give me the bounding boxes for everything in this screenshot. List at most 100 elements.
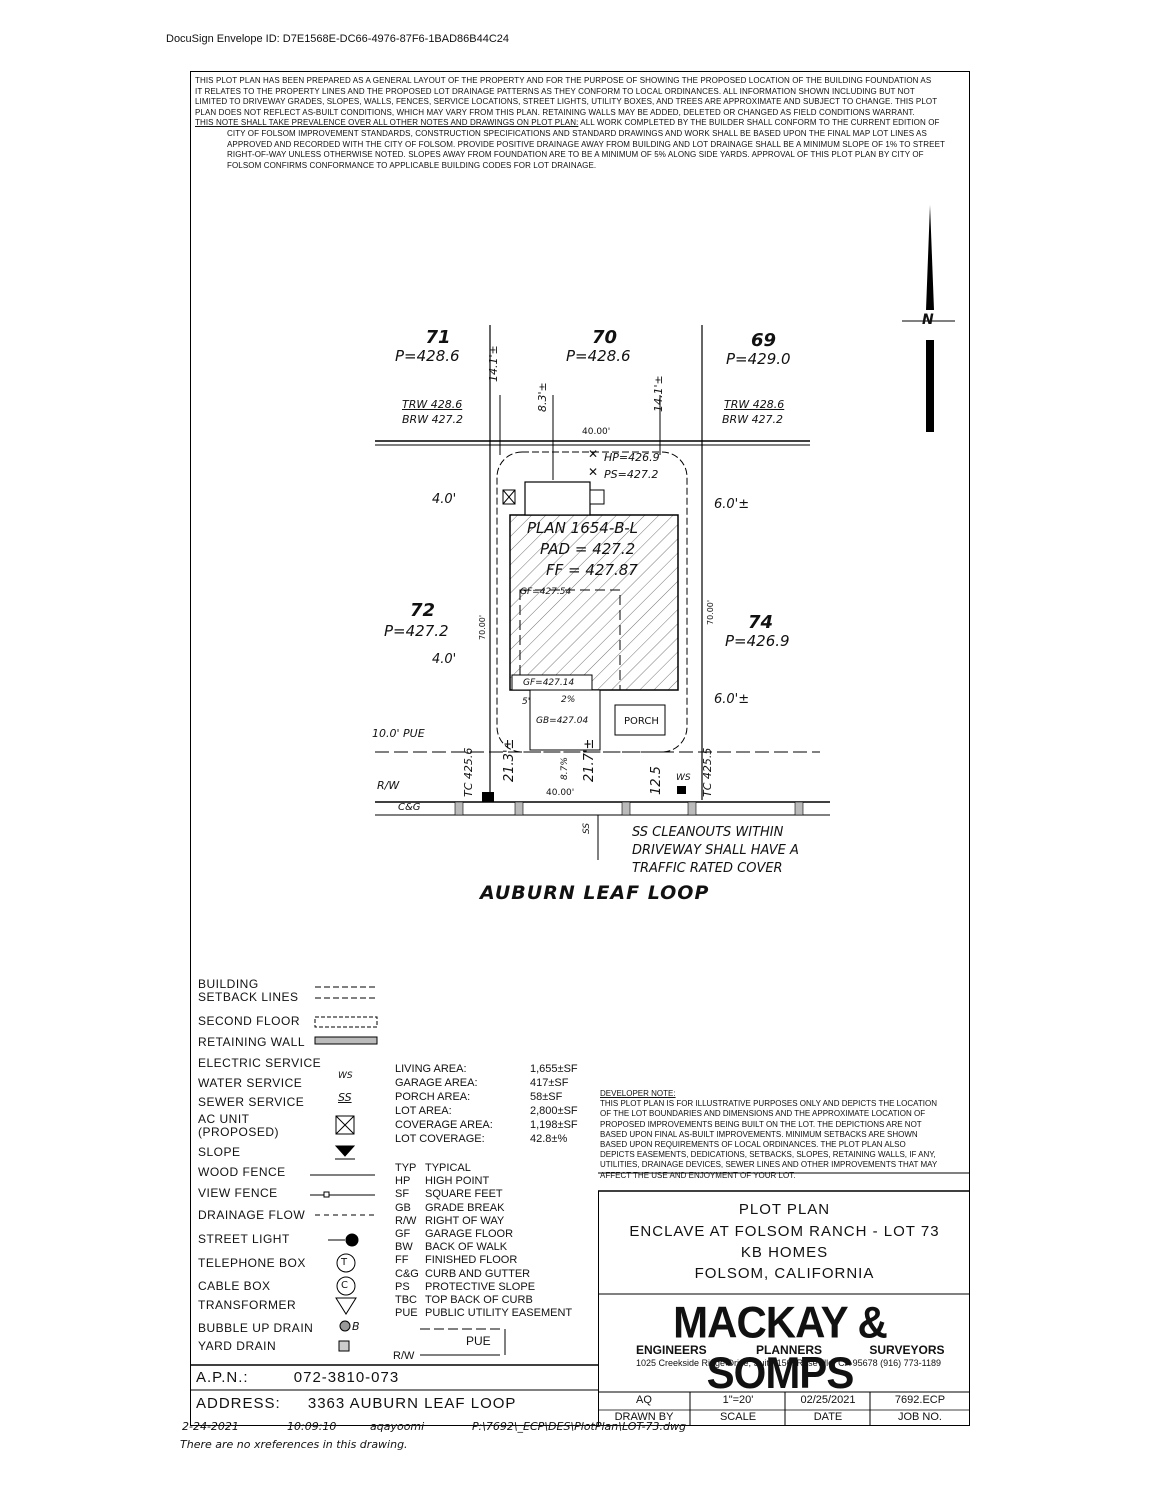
tc-right: TC 425.5 <box>701 747 714 797</box>
tc-left: TC 425.6 <box>462 747 475 797</box>
lot-69-pad: P=429.0 <box>726 350 791 368</box>
setback-left-top: 4.0' <box>432 492 457 507</box>
developer-note: DEVELOPER NOTE: THIS PLOT PLAN IS FOR IL… <box>600 1089 938 1180</box>
telephone-box-icon: T <box>341 1257 348 1268</box>
date-header: DATE <box>813 1411 843 1423</box>
dim-14-left: 14.1'± <box>487 345 500 382</box>
note-line: IT RELATES TO THE PROPERTY LINES AND THE… <box>195 86 915 96</box>
note-line: ALL WORK COMPLETED BY THE BUILDER SHALL … <box>578 118 940 128</box>
hp-mark-icon: ✕ <box>588 447 599 461</box>
legend-item: WATER SERVICE <box>198 1076 303 1090</box>
legend-item: TELEPHONE BOX <box>198 1256 306 1270</box>
sewer-service-icon: SS <box>338 1091 352 1104</box>
legend-item: TRANSFORMER <box>198 1298 297 1312</box>
dim-8-3: 8.3'± <box>536 382 549 412</box>
brw-right: BRW 427.2 <box>722 413 784 426</box>
note-line: LIMITED TO DRIVEWAY GRADES, SLOPES, WALL… <box>195 97 938 107</box>
job-value: 7692.ECP <box>894 1394 946 1406</box>
gf-top: GF=427.54 <box>520 587 572 597</box>
legend-item: YARD DRAIN <box>198 1339 277 1353</box>
dim-21-7: 21.7'± <box>582 738 597 782</box>
plan-ff: FF = 427.87 <box>546 561 638 579</box>
plot-path: P:\7692\_ECP\DES\PlotPlan\LOT-73.dwg <box>472 1420 686 1433</box>
depth-left: 70.00' <box>478 614 487 640</box>
firm-address: 1025 Creekside Ridge Drive, Suite 150, R… <box>636 1358 942 1368</box>
note-line: APPROVED AND RECORDED WITH THE CITY OF F… <box>227 139 945 149</box>
note-line: THIS PLOT PLAN HAS BEEN PREPARED AS A GE… <box>195 76 932 85</box>
note-line: FOLSOM CONFIRMS CONFORMANCE TO APPLICABL… <box>227 160 597 170</box>
legend-item: ELECTRIC SERVICE <box>198 1056 322 1070</box>
five-foot: 5' <box>522 697 531 707</box>
dim-bottom: 40.00' <box>546 788 575 798</box>
lot-70-pad: P=428.6 <box>566 347 631 365</box>
north-label: N <box>922 312 934 328</box>
legend-item: BUBBLE UP DRAIN <box>198 1321 314 1335</box>
pue-diagram-label: PUE <box>466 1334 491 1348</box>
legend: BUILDING SETBACK LINES <box>198 977 299 1004</box>
drawn-by-value: AQ <box>636 1394 652 1406</box>
job-header: JOB NO. <box>897 1411 942 1423</box>
porch-label: PORCH <box>624 716 659 727</box>
slope-8-7: 8.7% <box>560 757 570 780</box>
scale-header: SCALE <box>719 1411 757 1423</box>
rw-label: R/W <box>377 779 400 792</box>
pue-label: 10.0' PUE <box>372 727 425 740</box>
north-arrow-icon <box>902 205 955 432</box>
legend-item: STREET LIGHT <box>198 1232 290 1246</box>
plot-time: 10:09:10 <box>287 1420 337 1433</box>
hp-elevation: HP=426.9 <box>604 451 660 464</box>
envelope-id: DocuSign Envelope ID: D7E1568E-DC66-4976… <box>166 33 510 45</box>
legend-item: SECOND FLOOR <box>198 1014 301 1028</box>
trw-left: TRW 428.6 <box>402 398 463 411</box>
brw-left: BRW 427.2 <box>402 413 464 426</box>
depth-right: 70.00' <box>706 599 715 625</box>
note-line: PLAN DOES NOT REFLECT AS-BUILT CONDITION… <box>195 107 915 117</box>
gb-elevation: GB=427.04 <box>536 716 589 726</box>
dim-14-right: 14.1'± <box>652 375 665 412</box>
setback-right-top: 6.0'± <box>714 497 750 512</box>
address: ADDRESS: 3363 AUBURN LEAF LOOP <box>196 1395 517 1412</box>
plan-pad: PAD = 427.2 <box>540 540 636 558</box>
firm-tagline: ENGINEERS PLANNERS SURVEYORS <box>636 1343 945 1357</box>
setback-right-bottom: 6.0'± <box>714 692 750 707</box>
scale-value: 1"=20' <box>722 1394 754 1406</box>
legend-item: DRAINAGE FLOW <box>198 1208 306 1222</box>
bubble-up-drain-icon: B <box>352 1320 360 1333</box>
lot-71-number: 71 <box>425 327 451 348</box>
title-block: PLOT PLAN ENCLAVE AT FOLSOM RANCH - LOT … <box>598 1191 970 1425</box>
xref-note: There are no xreferences in this drawing… <box>180 1438 408 1451</box>
legend-item: AC UNIT (PROPOSED) <box>198 1112 280 1139</box>
ps-mark-icon: ✕ <box>588 465 599 479</box>
firm-logo: MACKAY & SOMPS <box>673 1297 888 1398</box>
general-note: THIS PLOT PLAN HAS BEEN PREPARED AS A GE… <box>195 76 970 171</box>
plan-name: PLAN 1654-B-L <box>527 519 639 537</box>
two-percent: 2% <box>561 695 576 705</box>
legend-item: CABLE BOX <box>198 1279 271 1293</box>
title-project: ENCLAVE AT FOLSOM RANCH - LOT 73 <box>629 1223 940 1240</box>
title-city: FOLSOM, CALIFORNIA <box>694 1265 875 1282</box>
date-value: 02/25/2021 <box>800 1394 856 1406</box>
cable-box-icon: C <box>341 1280 348 1291</box>
dim-12-5: 12.5 <box>649 766 664 795</box>
plot-user: aqayoomi <box>370 1420 425 1433</box>
water-service-icon: WS <box>338 1071 353 1081</box>
legend-item: RETAINING WALL <box>198 1035 306 1049</box>
note-line: RIGHT-OF-WAY UNLESS OTHERWISE NOTED. SLO… <box>227 150 924 160</box>
lot-74-pad: P=426.9 <box>725 632 790 650</box>
apn: A.P.N.: 072-3810-073 <box>196 1369 400 1386</box>
ss-label: SS <box>582 822 592 834</box>
dim-21-3: 21.3'± <box>502 738 517 782</box>
plot-date: 2-24-2021 <box>182 1420 239 1433</box>
rw-diagram-label: R/W <box>393 1350 415 1362</box>
title-builder: KB HOMES <box>740 1244 829 1261</box>
lot-69-number: 69 <box>751 330 777 351</box>
trw-right: TRW 428.6 <box>724 398 785 411</box>
cg-label: C&G <box>398 802 421 813</box>
dim-top: 40.00' <box>582 427 611 437</box>
setback-left-bottom: 4.0' <box>432 652 457 667</box>
lot-71-pad: P=428.6 <box>395 347 460 365</box>
area-table: LIVING AREA:1,655±SF GARAGE AREA:417±SF … <box>395 1063 578 1145</box>
ws-label: WS <box>676 773 691 783</box>
